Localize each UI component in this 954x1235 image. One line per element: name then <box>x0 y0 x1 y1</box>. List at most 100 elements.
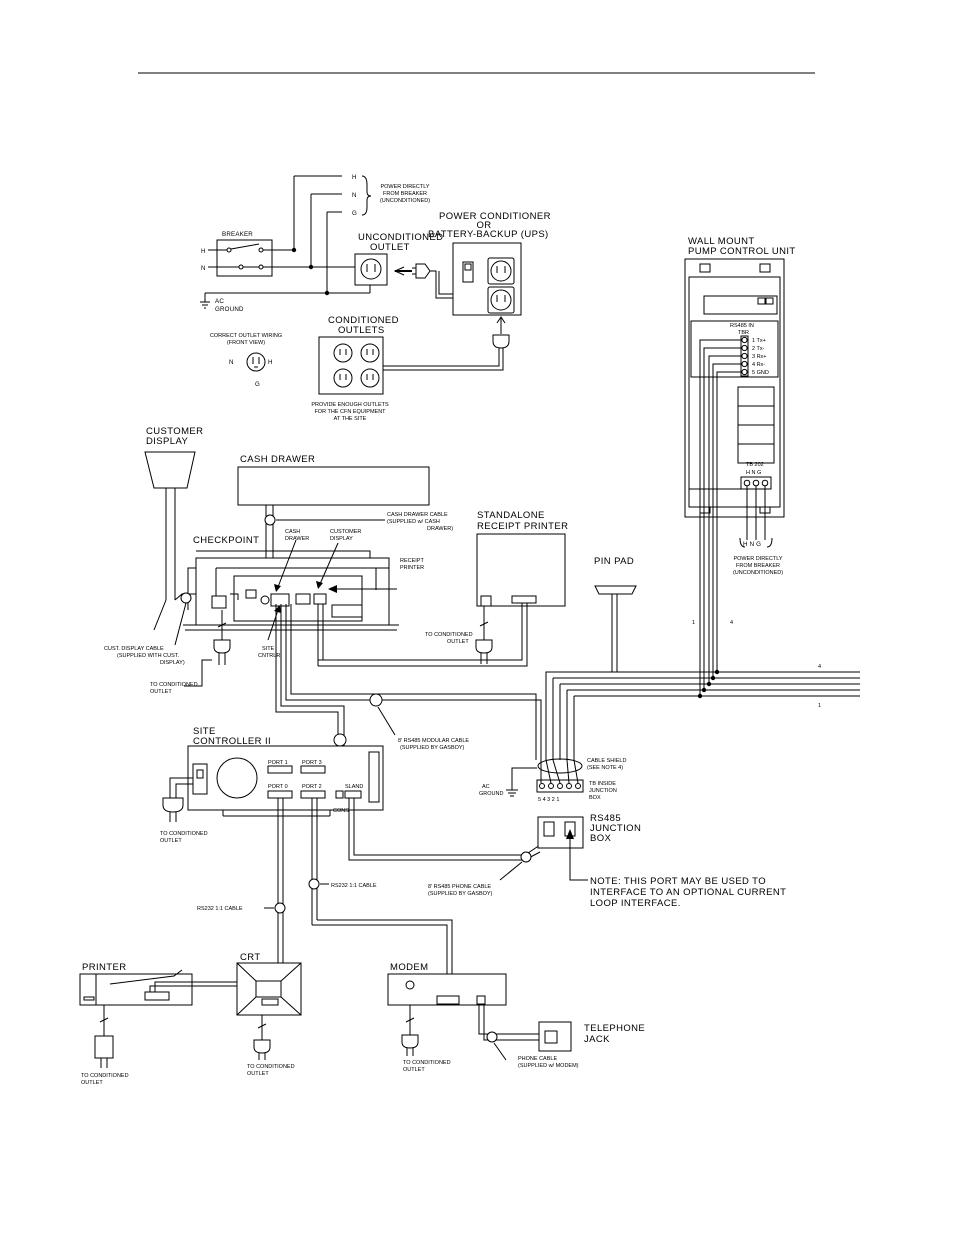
pump-wire-1-label: 1 <box>692 620 695 626</box>
cash-drawer-cable-1: CASH DRAWER CABLE <box>387 512 448 518</box>
pump-direct-note-1: POWER DIRECTLY <box>733 556 782 562</box>
incoming-h-label: H <box>352 174 357 181</box>
controller-title-1: SITE <box>193 726 216 737</box>
tb-inside-1: TB INSIDE <box>589 781 616 787</box>
crt-label: CRT <box>240 952 261 963</box>
pump-title-2: PUMP CONTROL UNIT <box>688 246 796 257</box>
rs485-header-2: TBR <box>738 330 749 336</box>
cash-drawer-port-2: DRAWER <box>285 536 309 542</box>
conditioned-outlets-box <box>318 336 384 395</box>
breaker-n-label: N <box>201 265 206 272</box>
site-cntrlr-1: SITE <box>262 646 275 652</box>
breaker-box <box>216 239 273 277</box>
pump-direct-note-2: FROM BREAKER <box>736 563 780 569</box>
rs485-junction-3: BOX <box>590 833 612 844</box>
site-cntrlr-2: CNTRLR <box>258 653 280 659</box>
wiring-g-label: G <box>255 381 260 388</box>
receipt-printer-port-1: RECEIPT <box>400 558 424 564</box>
provide-note-3: AT THE SITE <box>334 416 367 422</box>
rs485-junction-2: JUNCTION <box>590 823 641 834</box>
ups-label-3: BATTERY-BACKUP (UPS) <box>428 229 549 240</box>
tb202-hng: H N G <box>746 470 761 476</box>
customer-display <box>144 451 196 489</box>
telephone-jack-1: TELEPHONE <box>584 1023 645 1034</box>
controller-outlet-1: TO CONDITIONED <box>160 831 208 837</box>
controller-box <box>187 745 384 811</box>
modular-cable-1: 8' RS485 MODULAR CABLE <box>398 738 469 744</box>
cust-display-cable-3: DISPLAY) <box>160 660 185 666</box>
power-direct-note-3: (UNCONDITIONED) <box>380 198 430 204</box>
cable-shield-2: (SEE NOTE 4) <box>587 765 623 771</box>
wiring-n-label: N <box>229 359 234 366</box>
terminal-4: 4 Rx- <box>752 362 765 368</box>
controller-cables: 8' RS485 MODULAR CABLE (SUPPLIED BY GASB… <box>275 604 575 768</box>
junction-section: CABLE SHIELD (SEE NOTE 4) 5 4 3 2 1 AC G… <box>428 758 786 909</box>
breaker-label: BREAKER <box>222 231 253 238</box>
wiring-outlet-icon <box>246 352 266 372</box>
rs232-cable-b: RS232 1:1 CABLE <box>331 883 377 889</box>
ups-label-1: POWER CONDITIONER <box>439 211 551 222</box>
cash-drawer-port-1: CASH <box>285 529 300 535</box>
power-section: H N G POWER DIRECTLY FROM BREAKER (UNCON… <box>200 174 551 422</box>
phone-cable-1: 8' RS485 PHONE CABLE <box>428 884 491 890</box>
standalone-outlet-1: TO CONDITIONED <box>425 632 473 638</box>
bus-4-label: 4 <box>818 664 821 670</box>
modem-label: MODEM <box>390 962 428 973</box>
pump-hng-label: H N G <box>743 541 761 548</box>
incoming-g-label: G <box>352 210 357 217</box>
junction-note-3: LOOP INTERFACE. <box>590 898 681 909</box>
tb-inside-3: BOX <box>589 795 601 801</box>
checkpoint-section: CUSTOMER DISPLAY CASH DRAWER CASH DRAWER… <box>104 426 637 760</box>
junction-note-1: NOTE: THIS PORT MAY BE USED TO <box>590 876 766 887</box>
pump-wire-4-label: 4 <box>730 620 733 626</box>
pump-direct-note-3: (UNCONDITIONED) <box>733 570 783 576</box>
unconditioned-outlet-label-2: OUTLET <box>370 242 410 253</box>
correct-wiring-1: CORRECT OUTLET WIRING <box>210 333 282 339</box>
controller-title-2: CONTROLLER II <box>193 736 271 747</box>
provide-note-2: FOR THE CFN EQUIPMENT <box>314 409 386 415</box>
telephone-jack-2: JACK <box>584 1034 610 1045</box>
printer-outlet-2: OUTLET <box>81 1080 103 1086</box>
standalone-outlet-2: OUTLET <box>447 639 469 645</box>
standalone-printer-label-1: STANDALONE <box>477 510 545 521</box>
correct-wiring-2: (FRONT VIEW) <box>227 340 265 346</box>
terminal-1: 1 Tx+ <box>752 338 766 344</box>
cons-label: CONS <box>333 808 349 814</box>
cash-drawer-label: CASH DRAWER <box>240 454 315 465</box>
modem-phone-cable-2: (SUPPLIED w/ MODEM) <box>518 1063 579 1069</box>
cash-drawer-cable-2: (SUPPLIED w/ CASH <box>387 519 440 525</box>
unconditioned-outlet-label-1: UNCONDITIONED <box>358 232 443 243</box>
breaker-h-label: H <box>201 248 206 255</box>
pin-pad <box>594 585 637 595</box>
cash-drawer <box>237 466 430 506</box>
customer-display-port-2: DISPLAY <box>330 536 353 542</box>
customer-display-label-2: DISPLAY <box>146 436 188 447</box>
power-direct-note-2: FROM BREAKER <box>383 191 427 197</box>
checkpoint-outlet-1: TO CONDITIONED <box>150 682 198 688</box>
cash-drawer-cable-3: DRAWER) <box>427 526 453 532</box>
tb202-label: TB 202 <box>746 462 764 468</box>
receipt-printer-port-2: PRINTER <box>400 565 424 571</box>
crt-box <box>236 962 302 1016</box>
pump-control-unit: WALL MOUNT PUMP CONTROL UNIT RS485 IN TB… <box>546 236 860 709</box>
pin-pad-label: PIN PAD <box>594 556 634 567</box>
standalone-printer-label-2: RECEIPT PRINTER <box>477 521 568 532</box>
printer-box <box>79 973 193 1006</box>
bus-1-label: 1 <box>818 703 821 709</box>
port0-label: PORT 0 <box>268 784 288 790</box>
modem-outlet-1: TO CONDITIONED <box>403 1060 451 1066</box>
port2-label: PORT 2 <box>302 784 322 790</box>
port1-label: PORT 1 <box>268 760 288 766</box>
ac-ground-label-2: GROUND <box>215 306 244 313</box>
incoming-n-label: N <box>352 192 357 199</box>
terminal-3: 3 Rx+ <box>752 354 767 360</box>
cust-display-cable-2: (SUPPLIED WITH CUST. <box>117 653 180 659</box>
rs485-header-1: RS485 IN <box>730 323 754 329</box>
terminal-5: 5 GND <box>752 370 769 376</box>
peripherals-section: PRINTER TO CONDITIONED OUTLET CRT TO CON… <box>79 952 645 1086</box>
checkpoint-outlet-2: OUTLET <box>150 689 172 695</box>
rs232-cable-a: RS232 1:1 CABLE <box>197 906 243 912</box>
customer-display-label-1: CUSTOMER <box>146 426 203 437</box>
controller-outlet-2: OUTLET <box>160 838 182 844</box>
